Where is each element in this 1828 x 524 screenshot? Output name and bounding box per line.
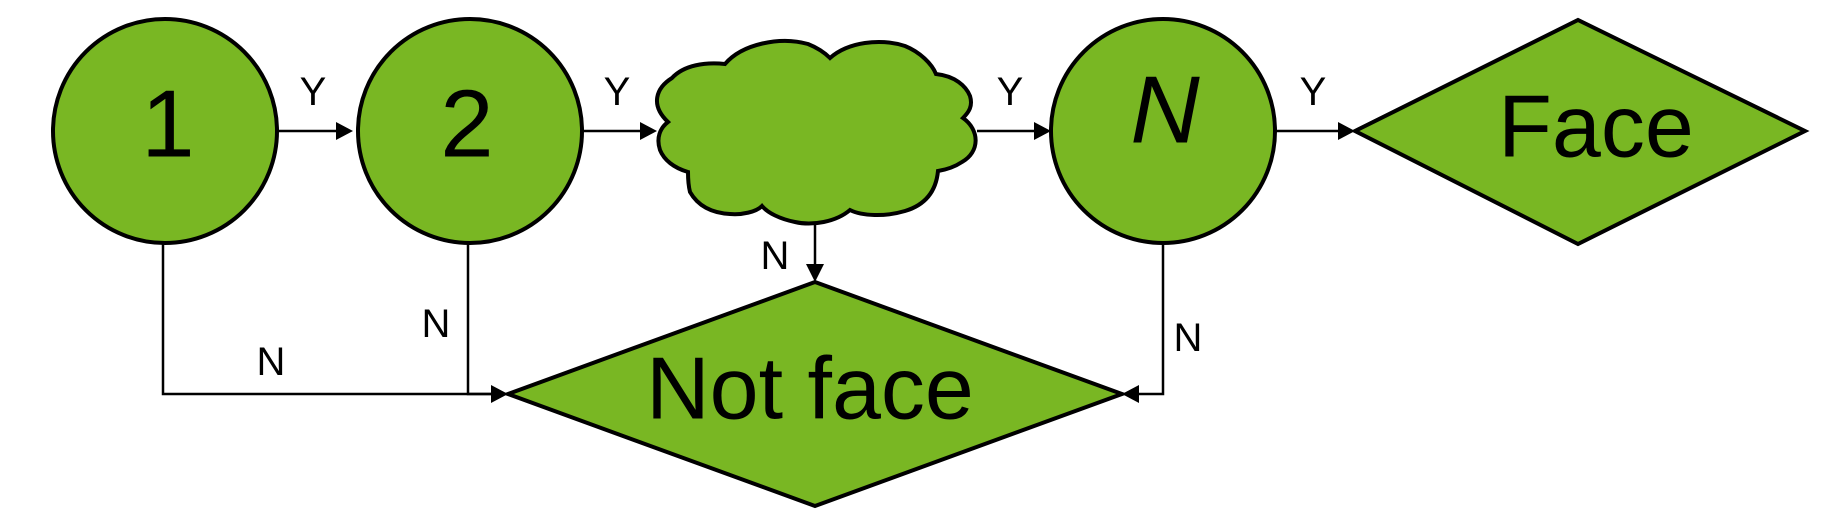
edge-label-2-to-cloud: Y (604, 70, 631, 114)
face-label: Face (1498, 77, 1694, 176)
edge-label-2-to-not-face: N (422, 302, 451, 346)
face-diamond-node (1350, 17, 1810, 247)
stages-cloud-node (655, 39, 978, 226)
edge-label-cloud-to-n: Y (997, 70, 1024, 114)
edge-label-n-to-not-face: N (1174, 316, 1203, 360)
edge-2-to-not-face (466, 243, 494, 396)
arrowhead-cloud-to-n (1034, 122, 1051, 140)
arrowhead-1-to-2 (336, 122, 353, 140)
stage-1-label: 1 (141, 71, 194, 178)
edge-1-to-not-face (161, 243, 494, 396)
edge-label-cloud-to-not-face: N (761, 234, 790, 278)
edge-label-1-to-not-face: N (257, 340, 286, 384)
edge-n-to-not-face (1137, 243, 1165, 396)
arrowhead-to-not-face-left (491, 385, 508, 403)
arrowhead-2-to-cloud (640, 122, 657, 140)
edge-label-n-to-face: Y (1300, 70, 1327, 114)
stage-n-label: N (1130, 57, 1200, 164)
edge-label-1-to-2: Y (300, 70, 327, 114)
arrowhead-n-to-face (1338, 122, 1355, 140)
stage-2-label: 2 (440, 71, 493, 178)
arrowhead-to-not-face-right (1122, 385, 1139, 403)
not-face-label: Not face (646, 339, 974, 438)
arrowhead-cloud-to-not-face (806, 264, 824, 282)
